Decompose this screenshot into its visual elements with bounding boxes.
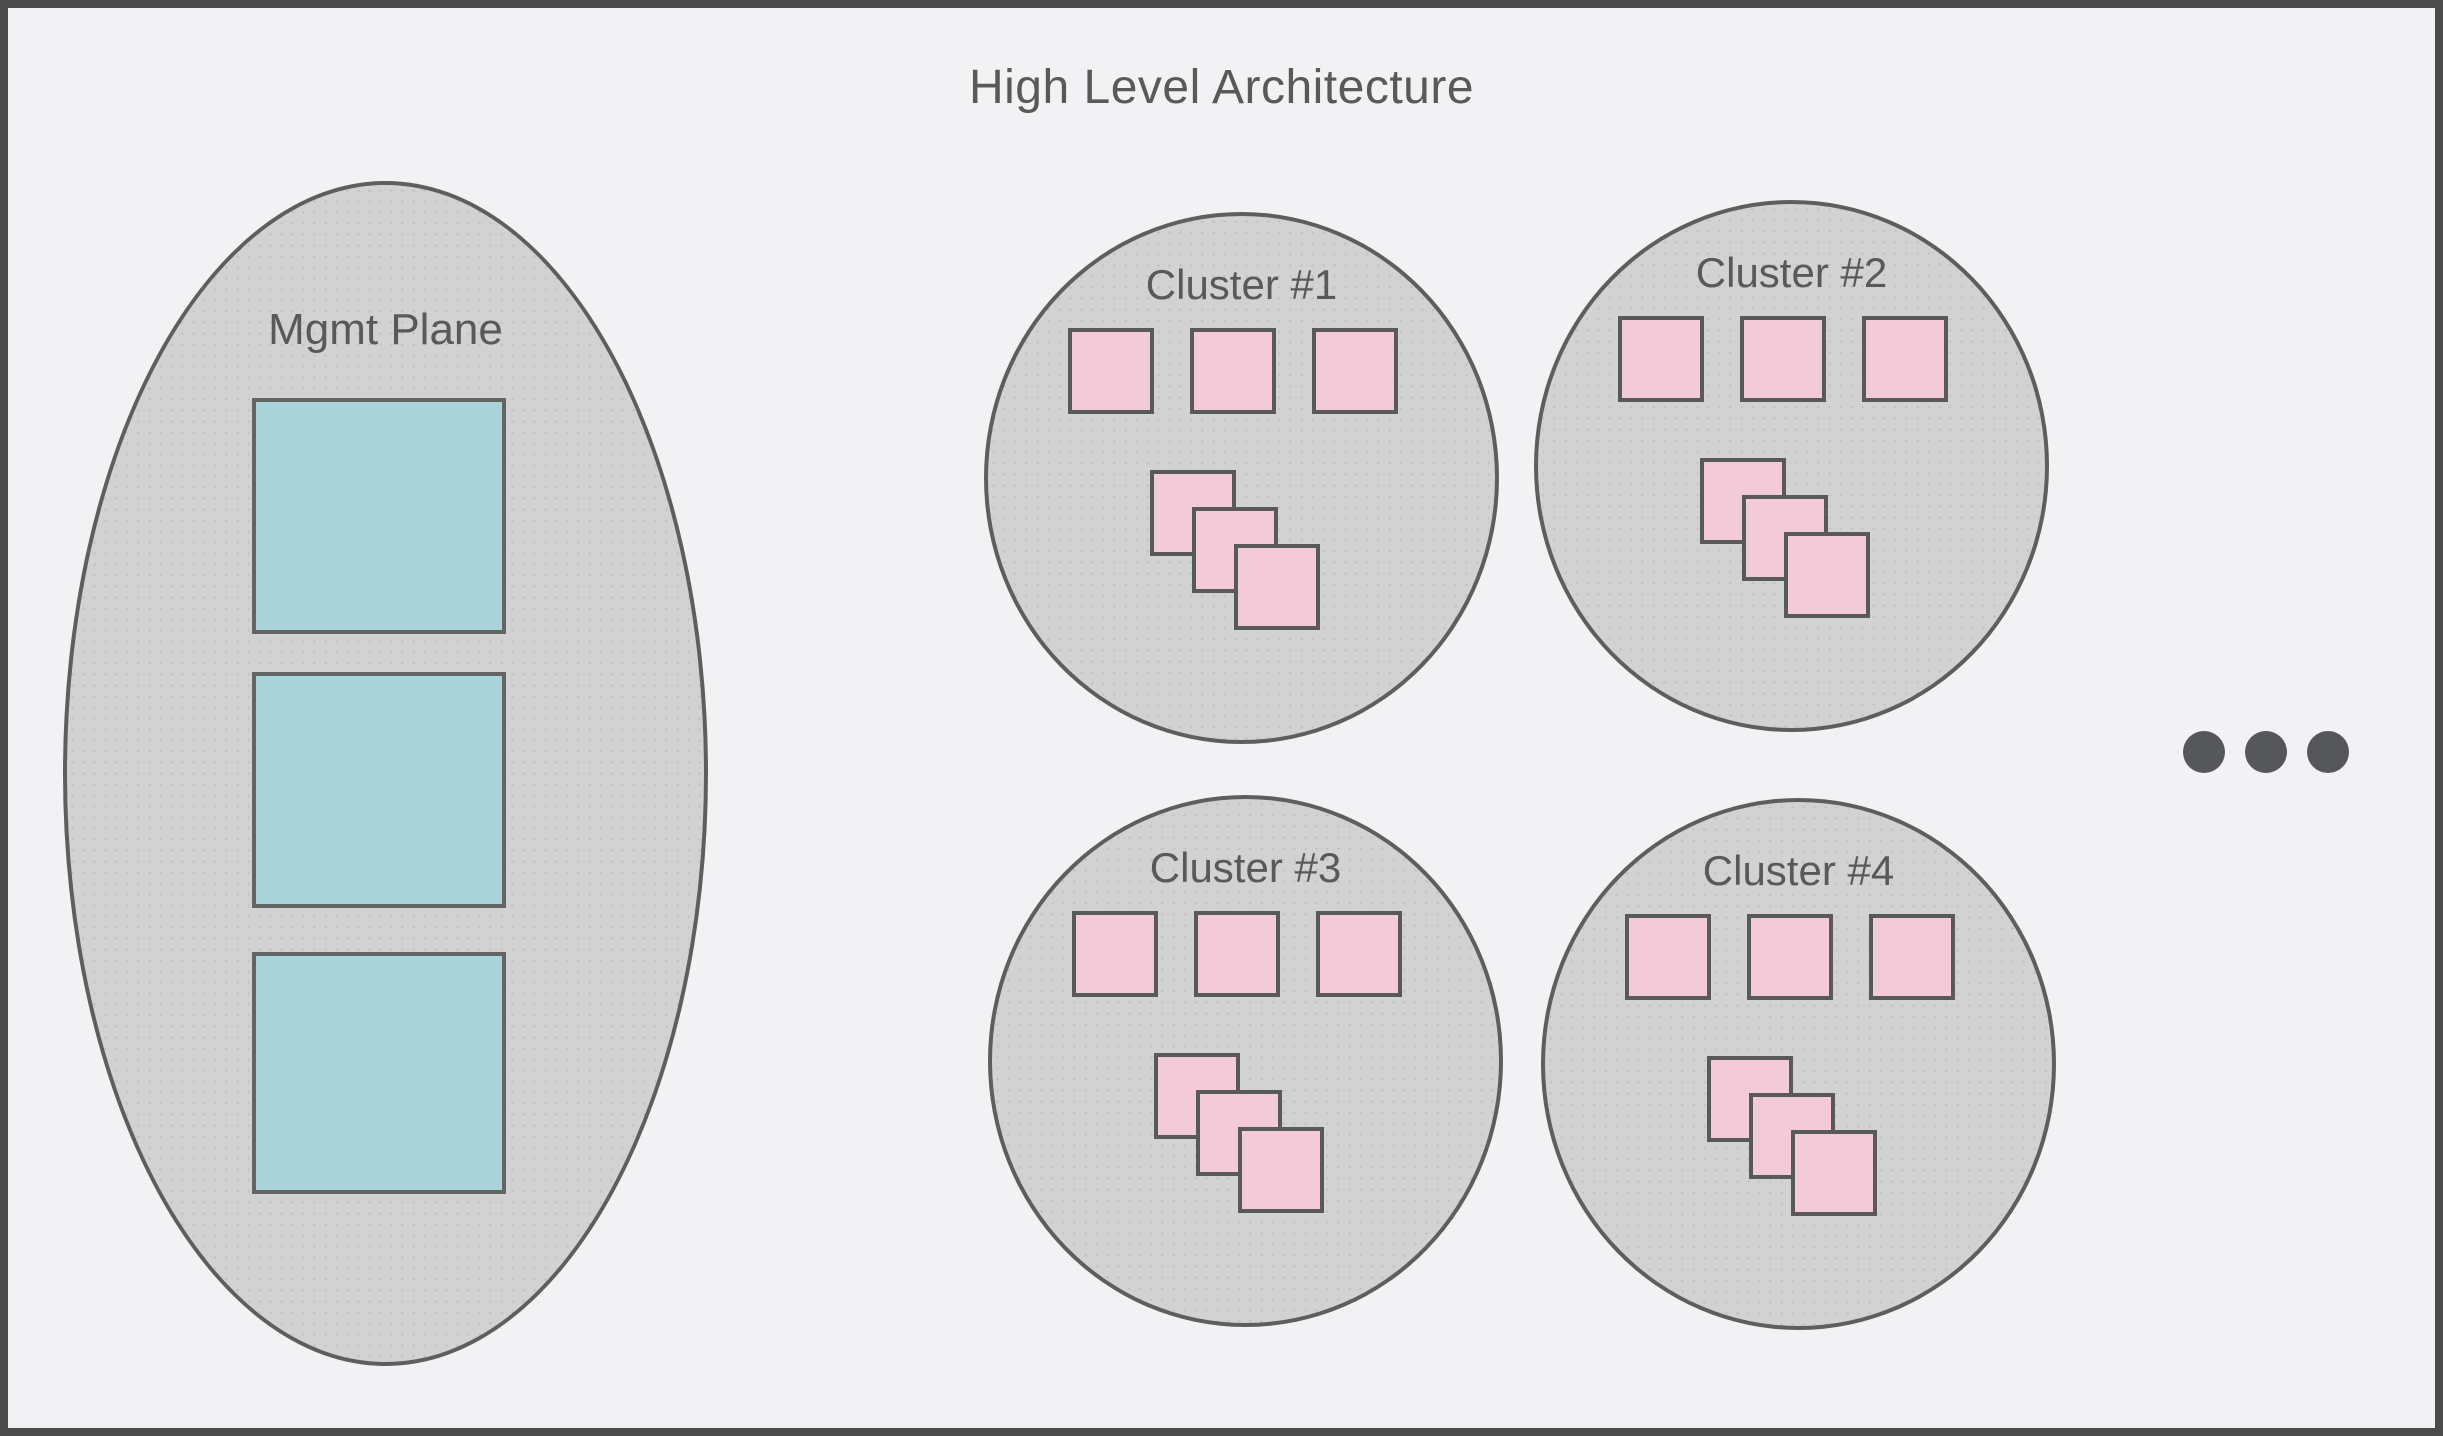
cluster-2-node-square-3 <box>1862 316 1948 402</box>
mgmt-plane-label: Mgmt Plane <box>268 305 503 354</box>
cluster-1-node-square-1 <box>1068 328 1154 414</box>
cluster-3-stacked-square-3 <box>1238 1127 1324 1213</box>
cluster-1-node-square-3 <box>1312 328 1398 414</box>
cluster-4-stacked-square-3 <box>1791 1130 1877 1216</box>
cluster-4-node-square-3 <box>1869 914 1955 1000</box>
cluster-3-label: Cluster #3 <box>1149 844 1342 891</box>
cluster-1-node-square-2 <box>1190 328 1276 414</box>
ellipsis-dot-2 <box>2245 731 2287 773</box>
cluster-2-circle: Cluster #2 <box>1534 200 2049 732</box>
diagram-title: High Level Architecture <box>968 61 1475 114</box>
cluster-3-node-square-2 <box>1194 911 1280 997</box>
cluster-3-node-square-3 <box>1316 911 1402 997</box>
mgmt-plane-ellipse: Mgmt Plane <box>63 181 708 1366</box>
ellipsis-dot-1 <box>2183 731 2225 773</box>
ellipsis-dot-3 <box>2307 731 2349 773</box>
cluster-3-node-square-1 <box>1072 911 1158 997</box>
mgmt-module-square-1 <box>252 398 506 634</box>
cluster-2-node-square-2 <box>1740 316 1826 402</box>
cluster-4-node-square-1 <box>1625 914 1711 1000</box>
more-clusters-ellipsis <box>2183 731 2349 773</box>
cluster-4-node-square-2 <box>1747 914 1833 1000</box>
mgmt-module-square-3 <box>252 952 506 1194</box>
cluster-2-stacked-square-3 <box>1784 532 1870 618</box>
cluster-3-circle: Cluster #3 <box>988 795 1503 1327</box>
cluster-4-label: Cluster #4 <box>1702 847 1895 894</box>
mgmt-module-square-2 <box>252 672 506 908</box>
cluster-1-circle: Cluster #1 <box>984 212 1499 744</box>
cluster-4-circle: Cluster #4 <box>1541 798 2056 1330</box>
cluster-2-node-square-1 <box>1618 316 1704 402</box>
cluster-1-label: Cluster #1 <box>1145 261 1338 308</box>
cluster-2-label: Cluster #2 <box>1695 249 1888 296</box>
cluster-1-stacked-square-3 <box>1234 544 1320 630</box>
